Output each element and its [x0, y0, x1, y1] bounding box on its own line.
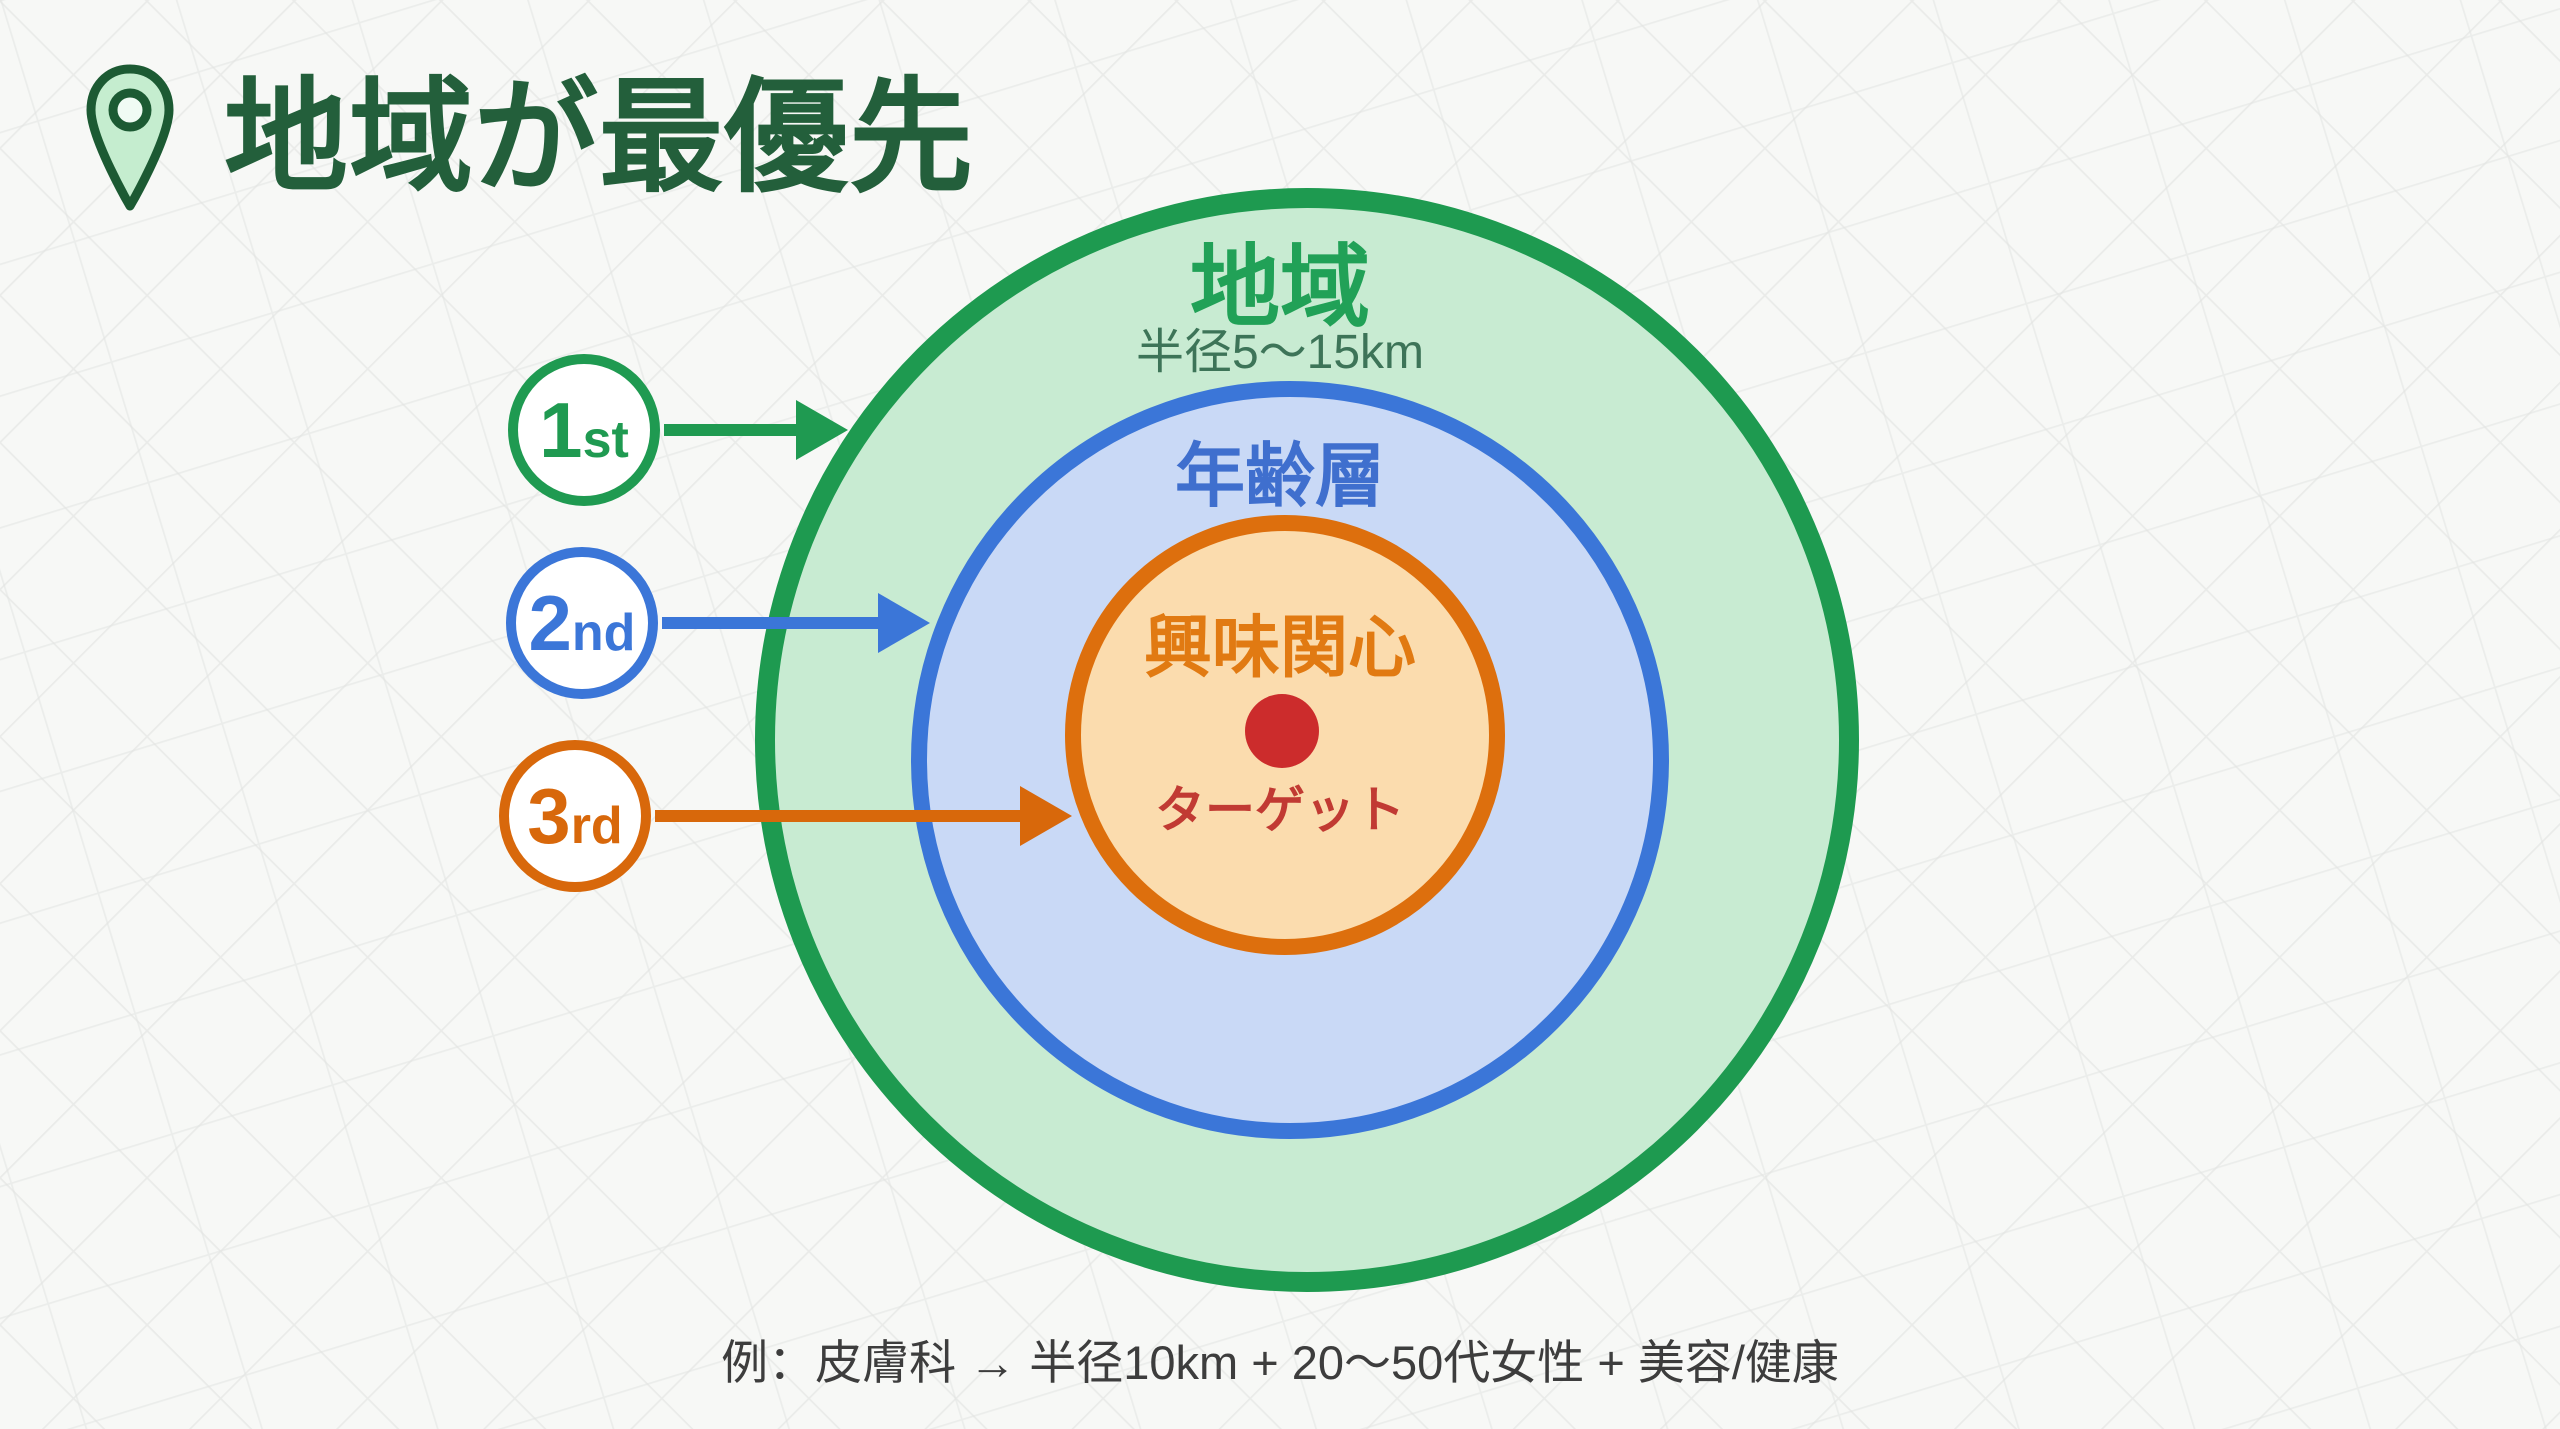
priority-badge-first-label: 1st [539, 386, 629, 474]
priority-badge-first: 1st [508, 354, 660, 506]
priority-badge-second-label: 2nd [528, 579, 636, 667]
region-label: 地域 [1190, 238, 1370, 338]
priority-badge-second: 2nd [506, 547, 658, 699]
radius-label: 半径5〜15km [1135, 326, 1425, 379]
header: 地域が最優先 [84, 62, 974, 214]
age-label: 年齢層 [1175, 437, 1385, 515]
location-pin-icon [86, 64, 174, 211]
priority-badge-third-label: 3rd [527, 772, 623, 860]
target-dot-icon [1245, 694, 1319, 768]
example-text: 例：皮膚科 → 半径10km + 20〜50代女性 + 美容/健康 [721, 1336, 1839, 1389]
target-label: ターゲット [1155, 782, 1405, 838]
page-title: 地域が最優先 [224, 68, 975, 207]
interest-label: 興味関心 [1143, 610, 1416, 686]
priority-badge-third: 3rd [499, 740, 651, 892]
